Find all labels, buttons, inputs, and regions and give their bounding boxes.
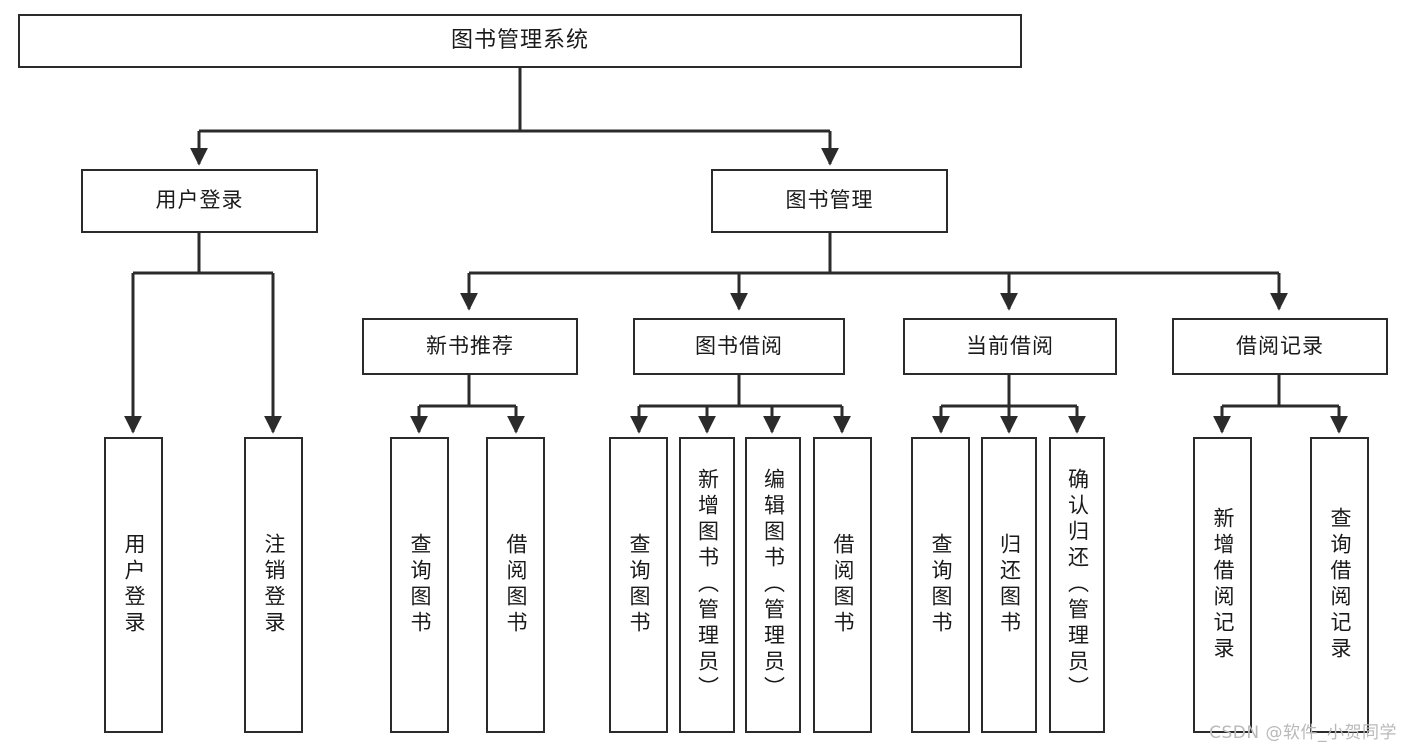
node-label: 归还图书 — [997, 533, 1022, 637]
leaf-query-book-borrow[interactable]: 查询图书 — [609, 437, 668, 733]
node-book-borrow[interactable]: 图书借阅 — [633, 318, 845, 375]
leaf-borrow-book-recommend[interactable]: 借阅图书 — [486, 437, 545, 733]
node-label: 图书借阅 — [695, 333, 783, 358]
leaf-query-borrow-record[interactable]: 查询借阅记录 — [1310, 437, 1369, 733]
node-label: 新书推荐 — [426, 333, 514, 358]
node-label: 当前借阅 — [966, 333, 1054, 358]
leaf-user-logout[interactable]: 注销登录 — [244, 437, 303, 733]
node-label: 新增图书（管理员） — [695, 468, 720, 702]
node-label: 图书管理系统 — [450, 27, 589, 53]
node-user-login[interactable]: 用户登录 — [81, 169, 318, 233]
node-label: 新增借阅记录 — [1211, 507, 1236, 663]
node-label: 查询图书 — [627, 533, 652, 637]
leaf-query-book-recommend[interactable]: 查询图书 — [390, 437, 449, 733]
leaf-borrow-book[interactable]: 借阅图书 — [813, 437, 872, 733]
node-current-borrow[interactable]: 当前借阅 — [903, 318, 1117, 375]
node-label: 借阅图书 — [831, 533, 856, 637]
leaf-user-login[interactable]: 用户登录 — [104, 437, 163, 733]
node-label: 确认归还（管理员） — [1065, 468, 1090, 702]
node-label: 查询图书 — [408, 533, 433, 637]
leaf-return-book[interactable]: 归还图书 — [981, 437, 1037, 733]
node-root-system[interactable]: 图书管理系统 — [18, 14, 1022, 68]
leaf-add-borrow-record[interactable]: 新增借阅记录 — [1193, 437, 1252, 733]
node-label: 查询图书 — [929, 533, 954, 637]
leaf-query-book-current[interactable]: 查询图书 — [911, 437, 970, 733]
node-borrow-record[interactable]: 借阅记录 — [1172, 318, 1388, 375]
node-label: 用户登录 — [155, 188, 244, 213]
node-label: 用户登录 — [122, 533, 147, 637]
node-label: 注销登录 — [262, 533, 287, 637]
node-new-book-recommend[interactable]: 新书推荐 — [362, 318, 578, 375]
leaf-add-book-admin[interactable]: 新增图书（管理员） — [679, 437, 735, 733]
node-label: 编辑图书（管理员） — [761, 468, 786, 702]
node-label: 借阅记录 — [1236, 333, 1324, 358]
node-label: 借阅图书 — [504, 533, 529, 637]
leaf-confirm-return-admin[interactable]: 确认归还（管理员） — [1049, 437, 1105, 733]
csdn-watermark: CSDN @软件_小贺同学 — [1209, 723, 1397, 743]
node-book-management[interactable]: 图书管理 — [711, 169, 948, 233]
leaf-edit-book-admin[interactable]: 编辑图书（管理员） — [745, 437, 801, 733]
node-label: 查询借阅记录 — [1328, 507, 1353, 663]
node-label: 图书管理 — [785, 188, 874, 213]
